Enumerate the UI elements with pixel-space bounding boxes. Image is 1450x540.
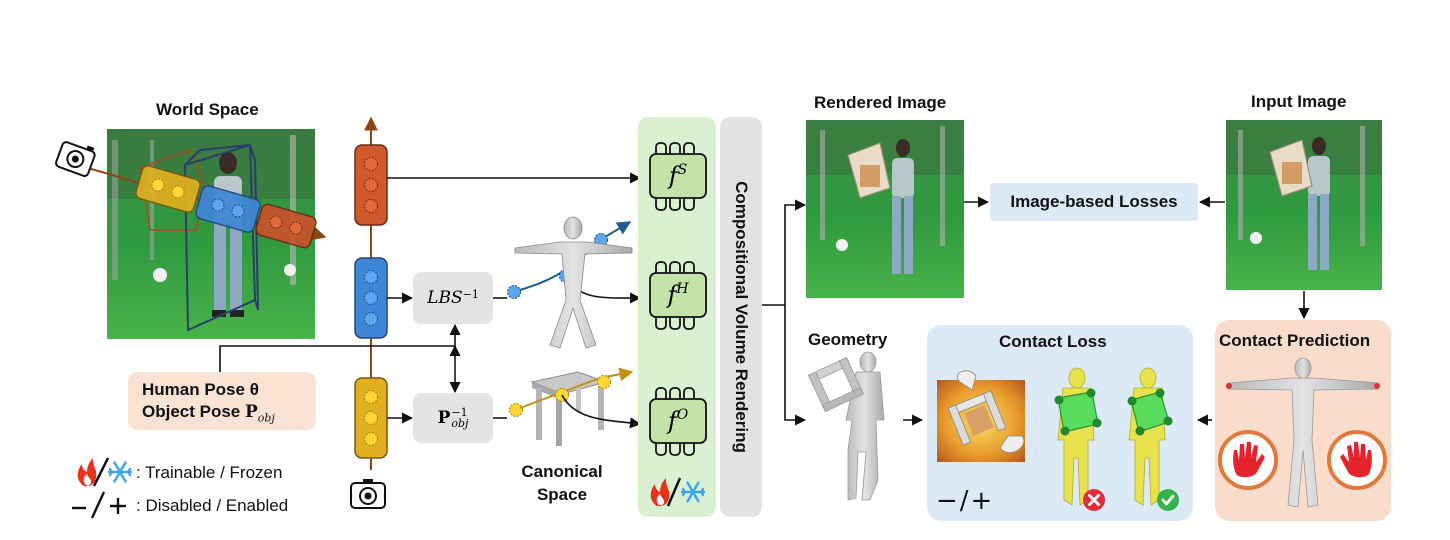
object-pose-inverse-box: P −1 obj — [413, 393, 493, 443]
pose-box: Human Pose θ Object Pose Pobj — [128, 372, 316, 430]
image-based-losses-box: Image-based Losses — [990, 183, 1198, 221]
camera-bottom-icon — [350, 479, 386, 509]
rendered-image — [806, 120, 964, 298]
f-s-symbol: f — [668, 162, 678, 190]
human-pose-label: Human Pose θ — [142, 380, 259, 399]
lbs-superscript: −1 — [462, 287, 479, 301]
canonical-space-label: Canonical Space — [507, 460, 617, 506]
image-based-losses-label: Image-based Losses — [1010, 192, 1178, 211]
snowflake-icon — [680, 481, 706, 503]
pobj-label: P — [437, 408, 451, 428]
legend-snowflake-icon — [107, 461, 133, 483]
ray-object-samples — [135, 165, 201, 213]
f-o-symbol: f — [667, 407, 677, 435]
ray-scene-samples — [255, 203, 317, 249]
network-f-s — [649, 142, 707, 211]
canonical-line2: Space — [536, 485, 588, 504]
legend-disabled-enabled: : Disabled / Enabled — [136, 496, 289, 515]
volume-rendering-bar — [720, 117, 762, 517]
lbs-label: LBS — [427, 288, 463, 308]
contact-human-disabled — [1054, 367, 1102, 506]
network-f-o — [649, 387, 707, 456]
pobj-subscript: obj — [451, 417, 469, 430]
geometry-title: Geometry — [808, 330, 888, 349]
contact-prediction-human — [1226, 357, 1380, 508]
f-o-superscript: O — [676, 407, 689, 423]
contact-prediction-title: Contact Prediction — [1219, 331, 1371, 350]
camera-icon — [55, 141, 96, 177]
contact-loss-toggle: −/+ — [936, 486, 995, 516]
f-h-symbol: f — [667, 281, 677, 309]
input-image — [1226, 120, 1382, 290]
contact-loss-title: Contact Loss — [999, 332, 1107, 351]
lbs-inverse-box: LBS−1 — [413, 272, 493, 324]
scene-feature-column — [354, 144, 388, 226]
input-image-title: Input Image — [1251, 92, 1347, 111]
pobj-superscript: −1 — [451, 406, 468, 419]
object-pose-symbol: P — [244, 402, 258, 422]
legend-toggle-icon — [72, 491, 126, 519]
volume-rendering-label: Compositional Volume Rendering — [732, 181, 751, 453]
fire-icon — [650, 478, 670, 507]
canonical-line1: Canonical — [521, 462, 603, 481]
canonical-chair — [530, 371, 608, 446]
object-pose-subscript: obj — [257, 411, 275, 425]
check-icon — [1157, 489, 1179, 511]
right-hand-contact-icon — [1327, 430, 1387, 490]
contact-heatmap — [937, 370, 1025, 462]
legend-trainable-frozen: : Trainable / Frozen — [136, 463, 283, 482]
legend-fire-icon — [77, 458, 97, 487]
left-hand-contact-icon — [1218, 430, 1278, 490]
f-h-superscript: H — [676, 281, 689, 297]
x-icon — [1083, 489, 1105, 511]
network-f-h — [649, 261, 707, 330]
contact-human-enabled — [1127, 367, 1173, 506]
geometry-mesh — [807, 351, 885, 501]
world-space-title: World Space — [156, 100, 259, 119]
rendered-image-title: Rendered Image — [814, 93, 947, 112]
object-feature-column — [354, 377, 388, 459]
f-s-superscript: S — [677, 162, 688, 178]
object-pose-label: Object Pose — [142, 402, 245, 421]
ray-human-samples — [195, 185, 261, 233]
canonical-human — [514, 216, 633, 349]
human-feature-column — [354, 257, 388, 339]
